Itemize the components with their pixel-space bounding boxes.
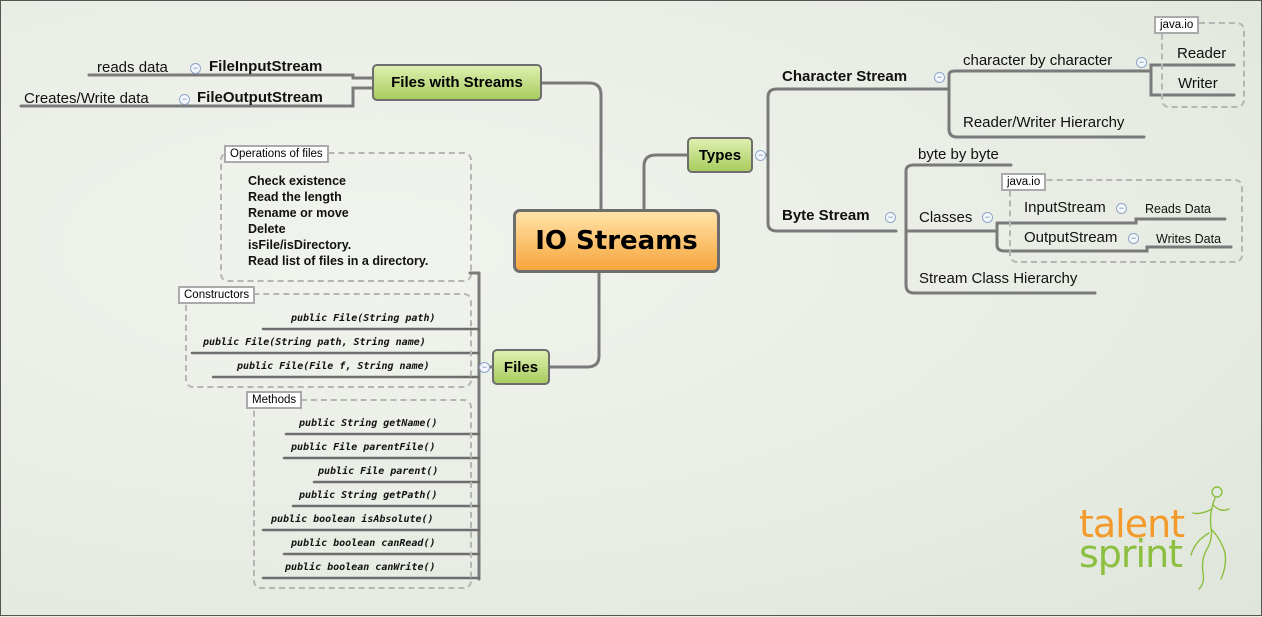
method-item[interactable]: public File parentFile() xyxy=(291,442,436,453)
creates-write-data-label: Creates/Write data xyxy=(24,90,149,107)
method-item[interactable]: public String getName() xyxy=(299,418,438,429)
operation-item: Delete xyxy=(248,222,286,236)
classes-label[interactable]: Classes xyxy=(919,209,973,226)
collapse-toggle-icon[interactable]: − xyxy=(934,72,945,83)
operation-item: Check existence xyxy=(248,174,346,188)
operations-list: Check existence Read the length Rename o… xyxy=(248,173,428,269)
collapse-toggle-icon[interactable]: − xyxy=(1116,203,1127,214)
outputstream-label[interactable]: OutputStream xyxy=(1024,229,1118,246)
operation-item: isFile/isDirectory. xyxy=(248,238,352,252)
collapse-toggle-icon[interactable]: − xyxy=(190,63,201,74)
fileoutputstream-label[interactable]: FileOutputStream xyxy=(197,89,323,106)
operations-group-box xyxy=(220,152,472,282)
method-item[interactable]: public String getPath() xyxy=(299,490,438,501)
collapse-toggle-icon[interactable]: − xyxy=(755,150,766,161)
method-item[interactable]: public File parent() xyxy=(318,466,439,477)
constructor-item[interactable]: public File(String path, String name) xyxy=(203,337,426,348)
reads-data-note: Reads Data xyxy=(1145,202,1212,216)
java-io-tag: java.io xyxy=(1154,16,1200,34)
operation-item: Read the length xyxy=(248,190,342,204)
reads-data-label: reads data xyxy=(97,59,168,76)
methods-group-box xyxy=(253,399,472,589)
writes-data-note: Writes Data xyxy=(1156,232,1222,246)
stream-class-hierarchy-label[interactable]: Stream Class Hierarchy xyxy=(919,270,1078,287)
operation-item: Rename or move xyxy=(248,206,349,220)
writer-class-label[interactable]: Writer xyxy=(1178,75,1218,92)
fileinputstream-label[interactable]: FileInputStream xyxy=(209,58,323,75)
byte-stream-label[interactable]: Byte Stream xyxy=(782,207,870,224)
char-java-io-group-box xyxy=(1161,22,1245,108)
collapse-toggle-icon[interactable]: − xyxy=(479,362,490,373)
collapse-toggle-icon[interactable]: − xyxy=(1136,57,1147,68)
logo-word-talent: talent xyxy=(1079,502,1185,546)
collapse-toggle-icon[interactable]: − xyxy=(982,212,993,223)
constructors-tag: Constructors xyxy=(178,286,256,304)
files-with-streams-node[interactable]: Files with Streams xyxy=(372,64,542,101)
method-item[interactable]: public boolean canWrite() xyxy=(285,562,436,573)
talentsprint-logo: talent sprint xyxy=(1079,502,1185,576)
logo-word-sprint: sprint xyxy=(1079,532,1183,576)
character-by-character-label[interactable]: character by character xyxy=(963,52,1113,69)
reader-writer-hierarchy-label[interactable]: Reader/Writer Hierarchy xyxy=(963,114,1125,131)
collapse-toggle-icon[interactable]: − xyxy=(1128,233,1139,244)
collapse-toggle-icon[interactable]: − xyxy=(885,212,896,223)
central-topic-node[interactable]: IO Streams xyxy=(513,209,720,273)
operation-item: Read list of files in a directory. xyxy=(248,254,429,268)
java-io-tag: java.io xyxy=(1001,173,1047,191)
method-item[interactable]: public boolean isAbsolute() xyxy=(271,514,434,525)
methods-tag: Methods xyxy=(246,391,303,409)
operations-of-files-tag: Operations of files xyxy=(224,145,329,163)
inputstream-label[interactable]: InputStream xyxy=(1024,199,1106,216)
method-item[interactable]: public boolean canRead() xyxy=(291,538,436,549)
collapse-toggle-icon[interactable]: − xyxy=(179,94,190,105)
reader-class-label[interactable]: Reader xyxy=(1177,45,1227,62)
constructors-group-box xyxy=(185,293,472,388)
runner-figure-icon xyxy=(1190,486,1230,590)
files-node[interactable]: Files xyxy=(492,349,550,385)
constructor-item[interactable]: public File(File f, String name) xyxy=(237,361,430,372)
byte-by-byte-label[interactable]: byte by byte xyxy=(918,146,999,163)
byte-java-io-group-box xyxy=(1009,179,1243,263)
character-stream-label[interactable]: Character Stream xyxy=(782,68,908,85)
types-node[interactable]: Types xyxy=(687,137,753,173)
constructor-item[interactable]: public File(String path) xyxy=(291,313,436,324)
